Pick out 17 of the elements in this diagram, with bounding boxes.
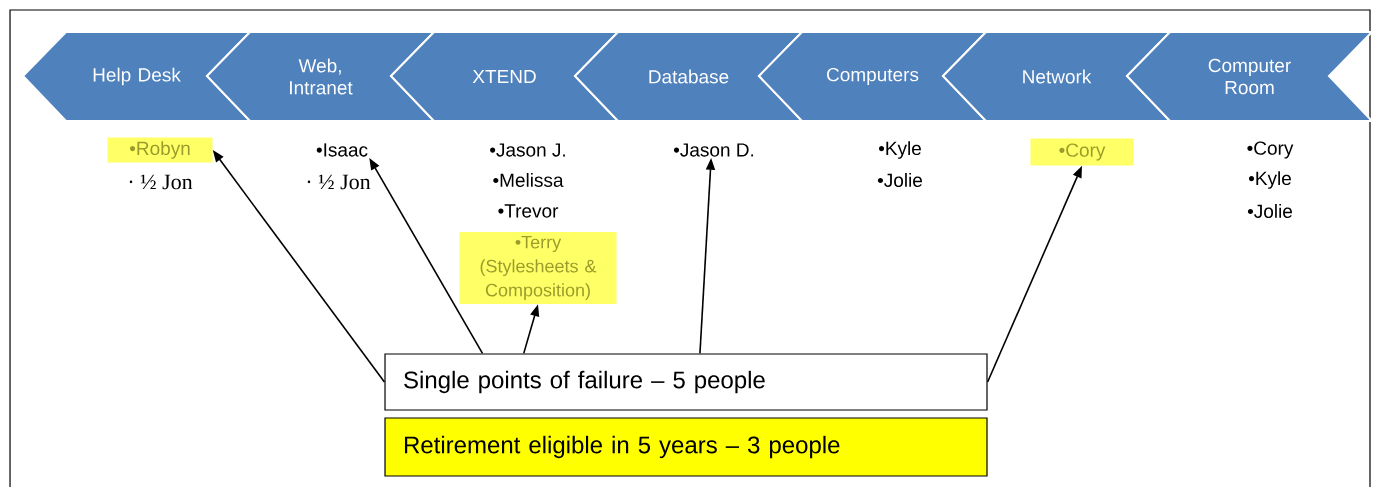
- name-text: •Kyle: [1248, 171, 1291, 189]
- name-text: •Cory: [1247, 141, 1294, 159]
- name-text: •Jason D.: [673, 143, 754, 157]
- name-text: · ½ Jon: [129, 174, 193, 190]
- highlighted-box: Retirement eligible in 5 years – 3 people: [384, 417, 988, 477]
- name-text: · ½ Jon: [307, 174, 371, 190]
- node-label: Computer Room: [1208, 58, 1291, 95]
- name-text: •Jason J.: [490, 143, 565, 157]
- name-text: •Melissa: [493, 173, 564, 187]
- name-text: •Jolie: [1247, 204, 1292, 218]
- text-box: Single points of failure – 5 people: [384, 353, 988, 411]
- name-text: •Isaac: [316, 143, 368, 157]
- highlighted-name: •Robyn: [107, 137, 213, 163]
- name-text: •Kyle: [878, 141, 921, 159]
- highlighted-name: •Terry (Stylesheets & Composition): [459, 232, 617, 304]
- highlighted-name: •Cory: [1030, 138, 1134, 166]
- name-text: •Jolie: [877, 173, 922, 187]
